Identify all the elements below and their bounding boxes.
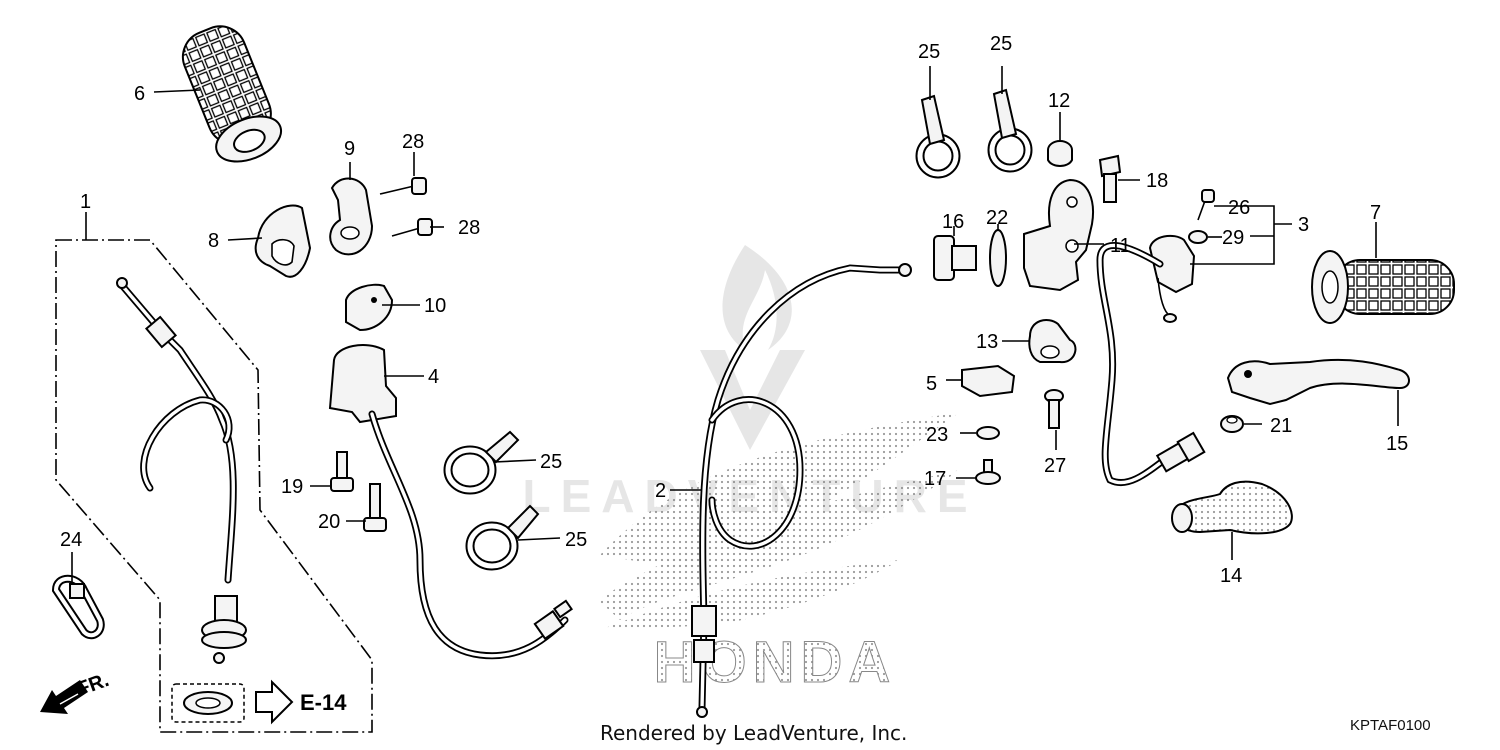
- leadventure-watermark: LEADVENTURE: [522, 245, 977, 522]
- part-clip-24: [51, 574, 105, 640]
- callout-26: 26: [1228, 197, 1250, 219]
- callout-19: 19: [281, 476, 303, 498]
- callout-21: 21: [1270, 415, 1292, 437]
- part-cable-tie-25c: [915, 94, 961, 179]
- part-bolt-19: [330, 451, 354, 492]
- callout-28b: 28: [458, 217, 480, 239]
- part-screw-17: [975, 459, 1001, 485]
- part-clamp-9: [329, 177, 374, 256]
- watermark-text: LEADVENTURE: [522, 470, 977, 522]
- part-bolt-18: [1098, 154, 1122, 203]
- part-switch-5: [961, 364, 1016, 398]
- callout-7: 7: [1370, 202, 1381, 224]
- part-screw-26: [1197, 189, 1215, 221]
- part-lever-15: [1226, 358, 1410, 406]
- diagram-code: KPTAF0100: [1350, 717, 1431, 734]
- part-adjuster-16: [933, 235, 977, 281]
- leader-lines: [71, 66, 1399, 584]
- callout-6: 6: [134, 83, 145, 105]
- part-screw-28a: [379, 177, 427, 195]
- part-lever-holder-11: [1023, 178, 1094, 292]
- reference-e14-label: E-14: [300, 690, 347, 715]
- callout-29: 29: [1222, 227, 1244, 249]
- part-grip-right: [1311, 250, 1455, 324]
- part-lever-cover-14: [1171, 480, 1293, 535]
- callout-27: 27: [1044, 455, 1066, 477]
- part-cap-12: [1047, 140, 1073, 167]
- part-cable-tie-25b: [465, 504, 540, 571]
- callout-25c: 25: [918, 41, 940, 63]
- part-holder-10: [345, 283, 394, 332]
- honda-wing-logo: HONDA: [598, 412, 960, 696]
- callout-25b: 25: [565, 529, 587, 551]
- callout-22: 22: [986, 207, 1008, 229]
- assembly-outline-1: [55, 239, 373, 733]
- callouts: 1 6 8 9 28 28 10 4 19 20 25 25 24 2 25 2…: [60, 33, 1408, 587]
- callout-1: 1: [80, 191, 91, 213]
- callout-23: 23: [926, 424, 948, 446]
- callout-15: 15: [1386, 433, 1408, 455]
- callout-25d: 25: [990, 33, 1012, 55]
- part-switch-4: [328, 344, 573, 660]
- callout-10: 10: [424, 295, 446, 317]
- callout-11: 11: [1110, 235, 1131, 257]
- callout-24: 24: [60, 529, 82, 551]
- callout-5: 5: [926, 373, 937, 395]
- callout-25a: 25: [540, 451, 562, 473]
- callout-4: 4: [428, 366, 439, 388]
- callout-12: 12: [1048, 90, 1070, 112]
- callout-3: 3: [1298, 214, 1309, 236]
- callout-17: 17: [924, 468, 946, 490]
- part-bolt-27: [1044, 389, 1064, 429]
- part-nut-22: [989, 229, 1007, 287]
- callout-9: 9: [344, 138, 355, 160]
- part-grip-left: [181, 25, 283, 163]
- callout-18: 18: [1146, 170, 1168, 192]
- part-washer-29: [1188, 230, 1208, 244]
- reference-box-e14: E-14: [171, 679, 347, 725]
- callout-16: 16: [942, 211, 964, 233]
- callout-8: 8: [208, 230, 219, 252]
- part-switch-assembly-3: [1096, 234, 1206, 487]
- part-washer-23: [976, 426, 1000, 440]
- part-clamp-8: [254, 204, 312, 278]
- callout-2: 2: [655, 480, 666, 502]
- front-direction-label: FR.: [74, 669, 112, 701]
- callout-13: 13: [976, 331, 998, 353]
- honda-logo-text: HONDA: [654, 630, 897, 695]
- part-screw-28b: [391, 218, 433, 237]
- part-bolt-20: [363, 483, 387, 532]
- callout-20: 20: [318, 511, 340, 533]
- part-clamp-13: [1028, 319, 1077, 364]
- footer-rendered-by: Rendered by LeadVenture, Inc.: [600, 721, 907, 745]
- part-throttle-cable-1: [116, 277, 247, 664]
- front-direction-arrow: FR.: [40, 669, 112, 714]
- part-cable-tie-25a: [443, 430, 520, 495]
- part-cable-tie-25d: [987, 88, 1033, 173]
- callout-14: 14: [1220, 565, 1242, 587]
- callout-28a: 28: [402, 131, 424, 153]
- part-nut-21: [1220, 415, 1244, 433]
- part-clutch-cable-2: [691, 263, 912, 718]
